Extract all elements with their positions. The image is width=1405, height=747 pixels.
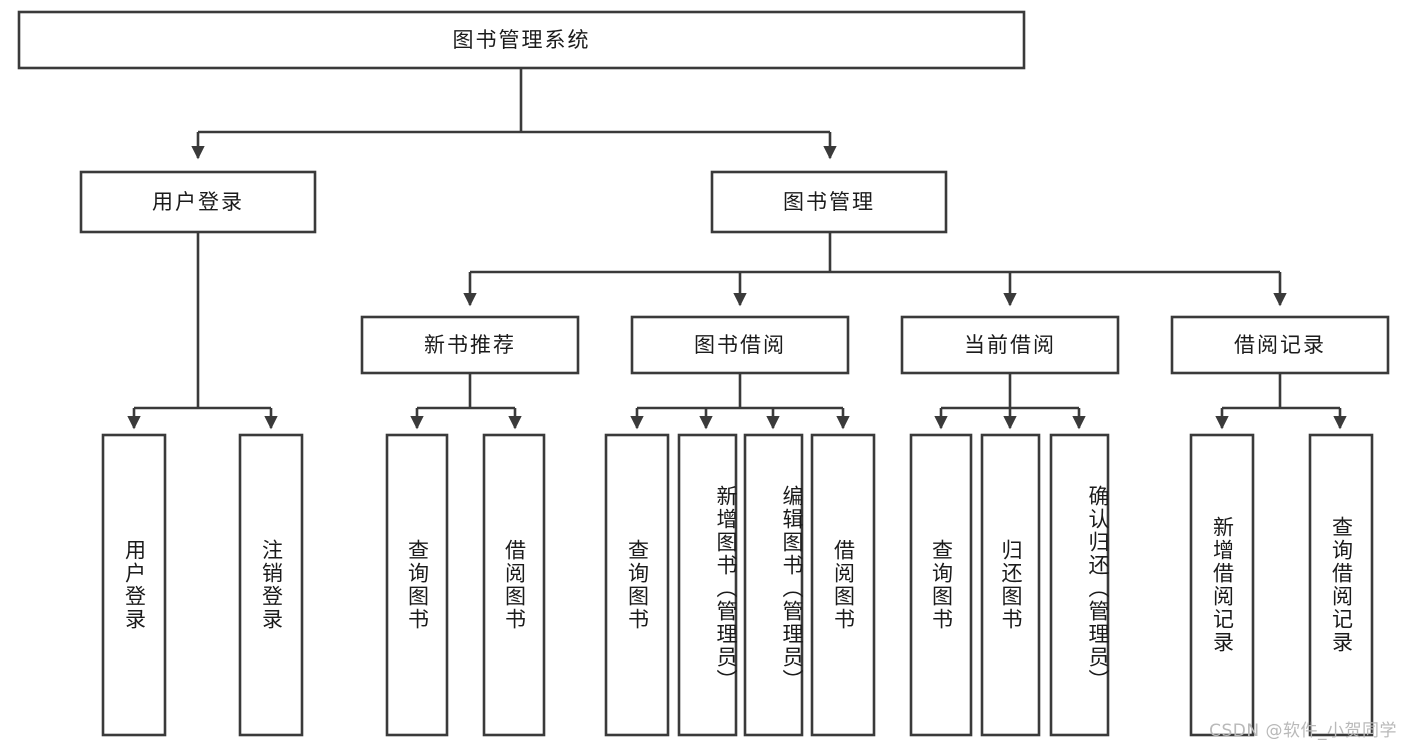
leaf-box-user-login-2[interactable] <box>238 433 304 737</box>
leaf-box-user-login-1[interactable] <box>101 433 167 737</box>
node-book-manage-box[interactable] <box>710 170 948 234</box>
leaf-box-current-borrow-3[interactable] <box>1049 433 1110 737</box>
node-book-borrow-box[interactable] <box>630 315 850 375</box>
node-user-login-box[interactable] <box>79 170 317 234</box>
node-root-box[interactable] <box>17 10 1026 70</box>
leaf-box-book-borrow-3[interactable] <box>743 433 804 737</box>
leaf-box-new-book-1[interactable] <box>385 433 449 737</box>
leaf-box-borrow-record-2[interactable] <box>1308 433 1374 737</box>
leaf-box-current-borrow-2[interactable] <box>980 433 1041 737</box>
leaf-box-book-borrow-2[interactable] <box>677 433 738 737</box>
leaf-box-book-borrow-4[interactable] <box>810 433 876 737</box>
leaf-box-new-book-2[interactable] <box>482 433 546 737</box>
node-borrow-record-box[interactable] <box>1170 315 1390 375</box>
watermark-text: CSDN @软件_小贺同学 <box>1209 721 1397 741</box>
node-current-borrow-box[interactable] <box>900 315 1120 375</box>
node-new-book-recommend-box[interactable] <box>360 315 580 375</box>
leaf-box-borrow-record-1[interactable] <box>1189 433 1255 737</box>
leaf-box-current-borrow-1[interactable] <box>909 433 973 737</box>
leaf-box-book-borrow-1[interactable] <box>604 433 670 737</box>
